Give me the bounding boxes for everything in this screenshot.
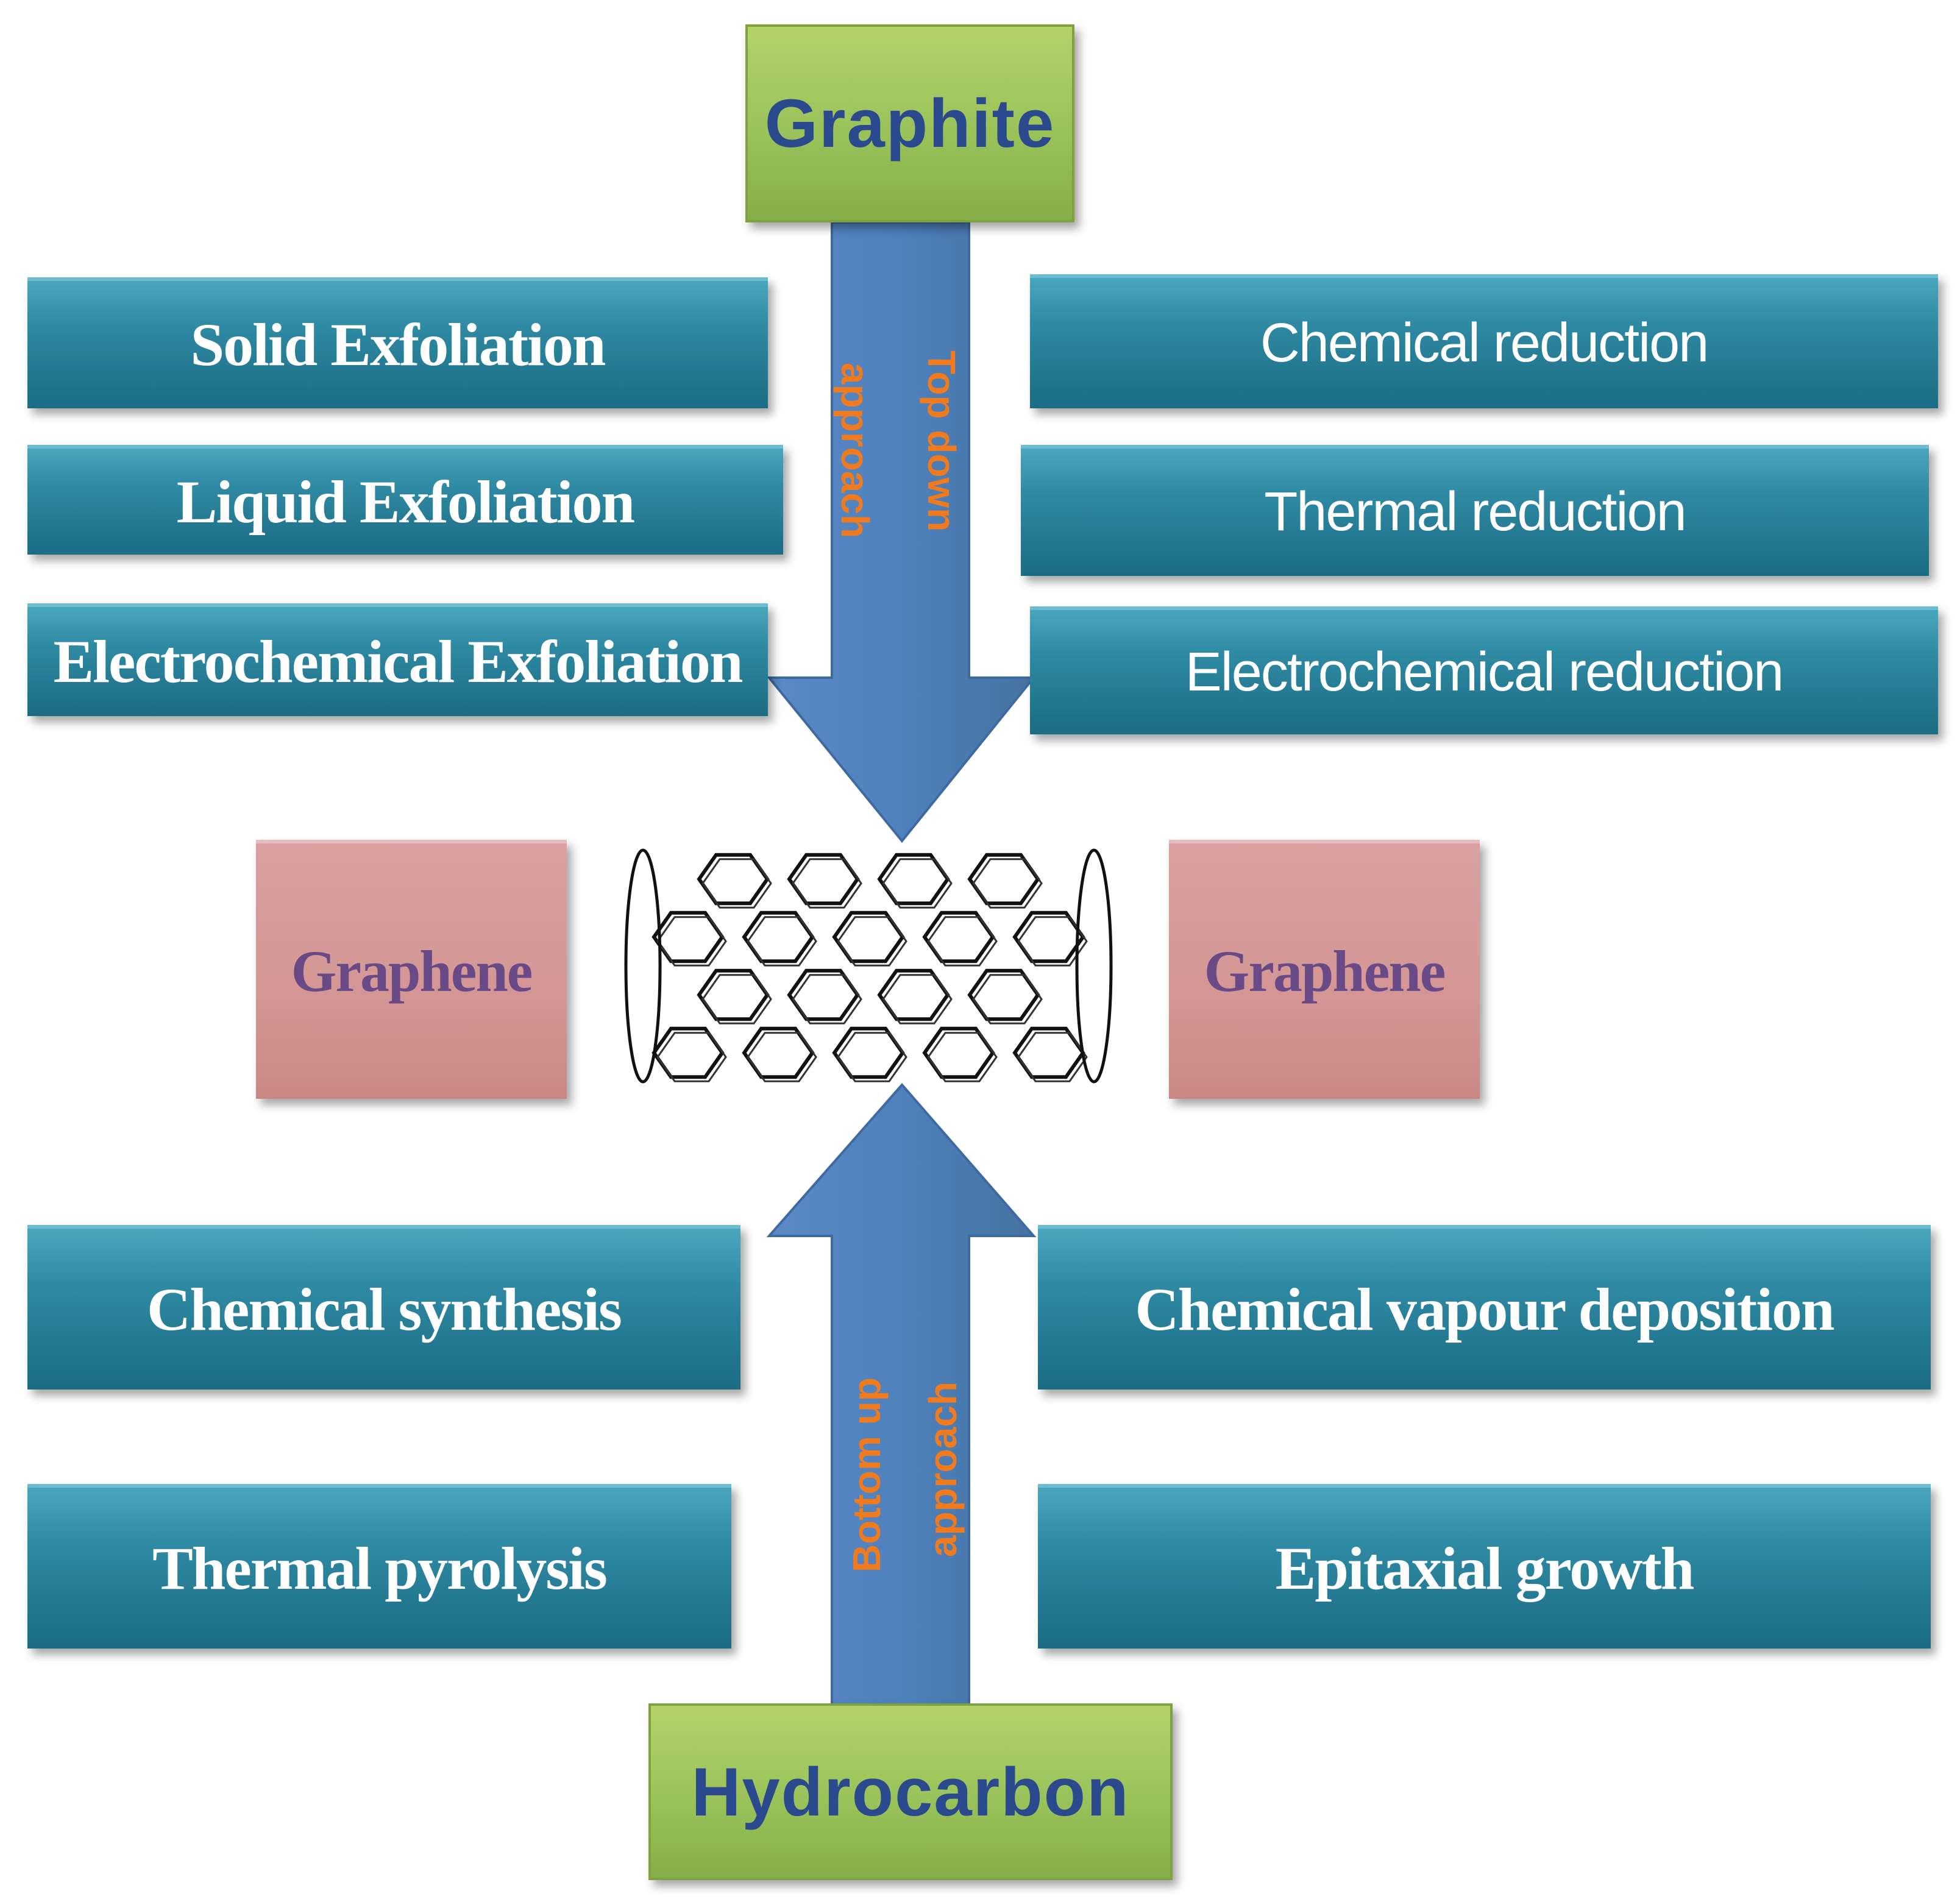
hexagon-ring (922, 1026, 995, 1079)
method-chemical-synthesis: Chemical synthesis (27, 1225, 740, 1390)
graphene-lattice-icon (624, 848, 1113, 1084)
hexagon-ring-shadow (972, 974, 1043, 1024)
bottom-up-label-line2: approach (921, 1381, 965, 1557)
method-electrochemical-exfoliation: Electrochemical Exfoliation (27, 603, 768, 716)
method-label: Chemical vapour deposition (1135, 1275, 1834, 1343)
graphene-label-right: Graphene (1204, 939, 1446, 1004)
method-label: Thermal reduction (1264, 481, 1686, 542)
hexagon-ring (877, 968, 950, 1021)
hexagon-ring-shadow (656, 1032, 727, 1082)
hydrocarbon-source-box: Hydrocarbon (648, 1703, 1173, 1880)
lattice-right-rim (1075, 848, 1113, 1084)
hexagon-ring (787, 853, 860, 906)
hexagon-ring (787, 968, 860, 1021)
hexagon-ring (967, 853, 1040, 906)
method-thermal-pyrolysis: Thermal pyrolysis (27, 1484, 731, 1649)
hexagon-ring-shadow (701, 858, 772, 909)
hexagon-ring-shadow (972, 858, 1043, 909)
hexagon-ring-shadow (747, 1032, 817, 1082)
hexagon-ring-shadow (792, 858, 862, 909)
graphite-source-box: Graphite (745, 24, 1074, 222)
hexagon-ring-shadow (927, 1032, 998, 1082)
top-down-label-line1: Top down (920, 350, 964, 532)
bottom-up-arrow (766, 1082, 1037, 1708)
hexagon-ring-shadow (1017, 916, 1088, 967)
method-label: Electrochemical reduction (1185, 641, 1784, 703)
hexagon-ring (967, 968, 1040, 1021)
hexagon-ring-shadow (837, 1032, 907, 1082)
top-down-arrow (766, 221, 1037, 843)
hexagon-ring (697, 968, 770, 1021)
hexagon-ring (877, 853, 950, 906)
hexagon-ring-shadow (837, 916, 907, 967)
graphite-label: Graphite (764, 85, 1056, 162)
hydrocarbon-label: Hydrocarbon (691, 1753, 1130, 1830)
method-liquid-exfoliation: Liquid Exfoliation (27, 445, 783, 555)
hexagon-ring (922, 910, 995, 964)
method-label: Thermal pyrolysis (152, 1534, 608, 1602)
hexagon-ring-shadow (1017, 1032, 1088, 1082)
hexagon-ring-shadow (882, 858, 953, 909)
method-label: Chemical reduction (1260, 312, 1709, 374)
graphene-product-right: Graphene (1169, 840, 1480, 1099)
hexagon-ring (697, 853, 770, 906)
graphene-product-left: Graphene (256, 840, 567, 1099)
hexagon-ring-shadow (927, 916, 998, 967)
method-chemical-reduction: Chemical reduction (1030, 274, 1938, 408)
method-thermal-reduction: Thermal reduction (1021, 445, 1929, 576)
hexagon-ring (652, 910, 725, 964)
method-label: Chemical synthesis (147, 1275, 622, 1343)
method-label: Electrochemical Exfoliation (53, 628, 743, 695)
method-solid-exfoliation: Solid Exfoliation (27, 277, 768, 408)
graphene-label-left: Graphene (291, 939, 533, 1004)
method-label: Solid Exfoliation (190, 311, 606, 378)
hexagon-ring-shadow (747, 916, 817, 967)
hexagon-ring-shadow (701, 974, 772, 1024)
hexagon-ring (1012, 910, 1085, 964)
top-down-label-line2: approach (833, 363, 877, 539)
hexagon-ring (742, 1026, 815, 1079)
hexagon-ring (742, 910, 815, 964)
hexagon-ring (832, 910, 905, 964)
bottom-up-label-line1: Bottom up (845, 1377, 889, 1572)
method-chemical-vapour-deposition: Chemical vapour deposition (1038, 1225, 1931, 1390)
hexagon-ring (832, 1026, 905, 1079)
method-epitaxial-growth: Epitaxial growth (1038, 1484, 1931, 1649)
hexagon-ring-shadow (792, 974, 862, 1024)
method-label: Epitaxial growth (1275, 1534, 1695, 1602)
method-label: Liquid Exfoliation (176, 467, 635, 536)
hexagon-ring-shadow (656, 916, 727, 967)
method-electrochemical-reduction: Electrochemical reduction (1030, 606, 1938, 734)
hexagon-ring-shadow (882, 974, 953, 1024)
hexagon-ring (1012, 1026, 1085, 1079)
lattice-left-rim (624, 848, 662, 1084)
